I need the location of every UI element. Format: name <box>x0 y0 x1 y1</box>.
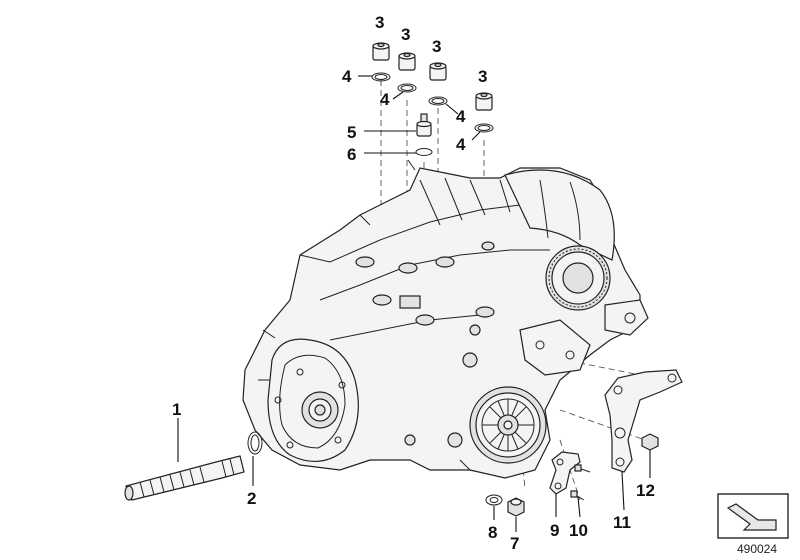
ring-4b <box>397 83 417 93</box>
ring-2 <box>247 431 263 455</box>
nut-12 <box>641 433 659 451</box>
transmission-housing <box>242 159 649 479</box>
ring-4d <box>474 123 494 133</box>
housing-bosses <box>355 241 495 326</box>
callout-10: 10 <box>569 521 588 540</box>
ring-4c <box>428 96 448 106</box>
callout-4d: 4 <box>456 135 466 154</box>
top-fittings <box>371 42 494 156</box>
callout-12: 12 <box>636 481 655 500</box>
diagram-id: 490024 <box>737 542 777 556</box>
callout-11: 11 <box>613 513 631 532</box>
ring-6 <box>415 148 433 156</box>
callout-9: 9 <box>550 521 559 540</box>
bellhousing-flange <box>267 338 359 462</box>
callout-7: 7 <box>510 534 519 553</box>
housing-studs <box>258 159 481 471</box>
cap-3a <box>372 42 390 61</box>
differential-housing <box>504 169 615 311</box>
callout-2: 2 <box>247 489 256 508</box>
callout-4c: 4 <box>456 107 466 126</box>
ring-4a <box>371 72 391 82</box>
callout-1: 1 <box>172 400 181 419</box>
callout-3b: 3 <box>401 25 410 44</box>
callout-3d: 3 <box>478 67 487 86</box>
callout-5: 5 <box>347 123 356 142</box>
washer-8-nut-7 <box>485 494 525 517</box>
callouts: 3 3 3 3 4 4 4 4 5 6 1 2 8 7 9 10 11 12 <box>172 13 655 553</box>
callout-4b: 4 <box>380 90 390 109</box>
input-shaft <box>124 455 245 501</box>
pulley-wheel <box>469 386 547 464</box>
bolts-10 <box>570 464 591 501</box>
callout-8: 8 <box>488 523 497 542</box>
leader-lines <box>177 75 651 532</box>
callout-6: 6 <box>347 145 356 164</box>
cap-3b <box>398 52 416 71</box>
cap-3d <box>475 92 493 111</box>
cap-3c <box>429 62 447 81</box>
plug-5 <box>416 113 432 137</box>
callout-3c: 3 <box>432 37 441 56</box>
bracket-11 <box>604 369 683 473</box>
callout-4a: 4 <box>342 67 352 86</box>
callout-3a: 3 <box>375 13 384 32</box>
folded-corner-arrow-icon <box>717 493 789 539</box>
